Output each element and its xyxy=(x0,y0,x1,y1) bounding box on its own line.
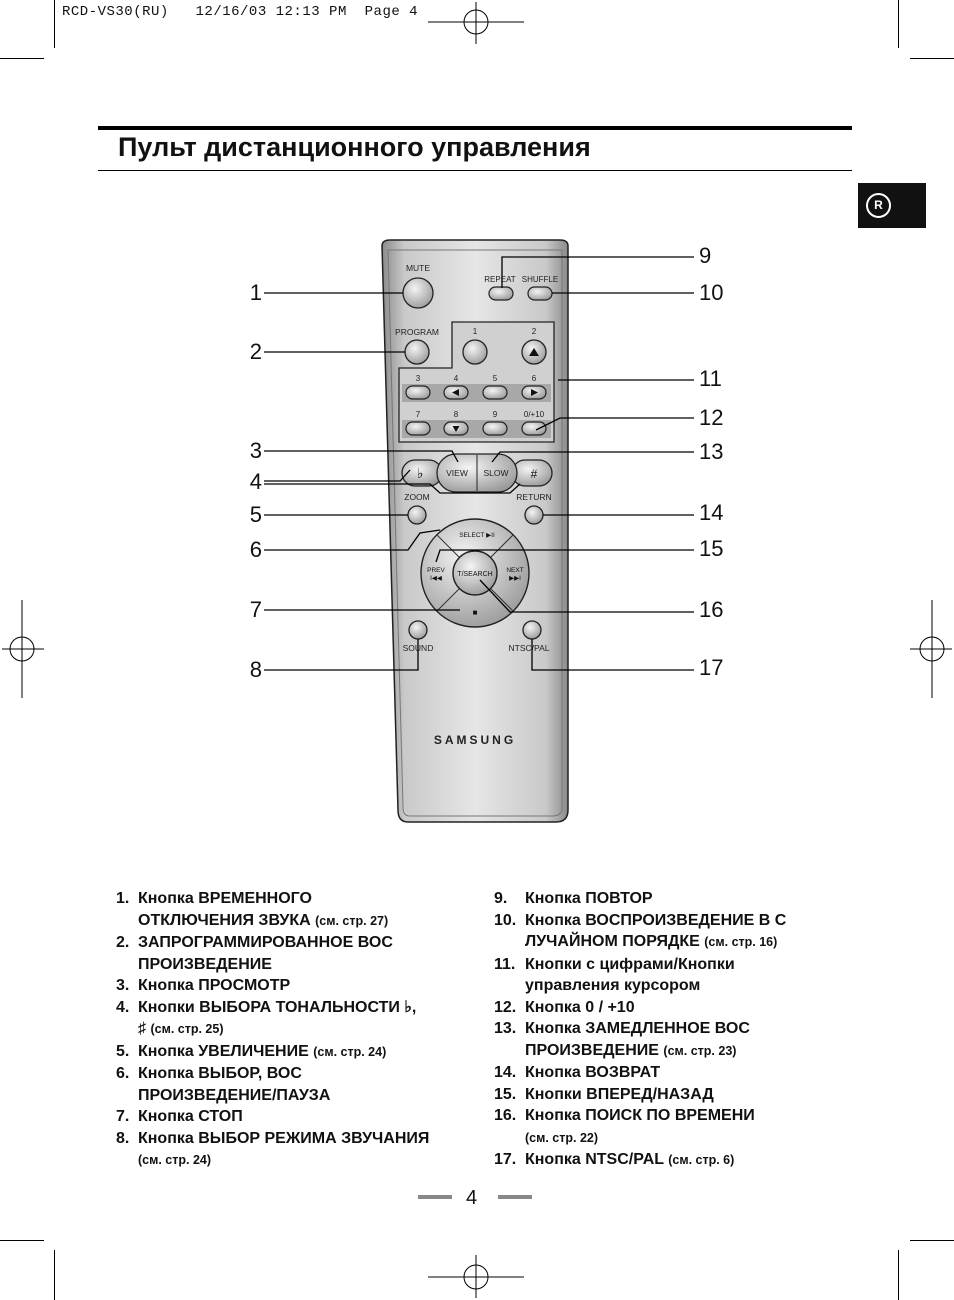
num-0-plus10-button xyxy=(521,421,547,436)
num-5-button xyxy=(482,385,508,400)
num-7-label: 7 xyxy=(416,410,421,419)
list-item: 16.Кнопка ПОИСК ПО ВРЕМЕНИ(см. стр. 22) xyxy=(494,1107,755,1145)
list-item: 15.Кнопки ВПЕРЕД/НАЗАД xyxy=(494,1085,714,1103)
callout-12: 12 xyxy=(699,405,724,430)
callout-14: 14 xyxy=(699,500,724,525)
mute-label: MUTE xyxy=(406,263,430,273)
callout-8: 8 xyxy=(249,657,262,682)
shuffle-label: SHUFFLE xyxy=(522,275,558,284)
num-6-label: 6 xyxy=(532,374,537,383)
print-header: RCD-VS30(RU) 12/16/03 12:13 PM Page 4 xyxy=(62,4,419,20)
next-symbol: ▶▶I xyxy=(509,575,521,582)
num-3-button xyxy=(405,385,431,400)
num-8-label: 8 xyxy=(454,410,459,419)
program-label: PROGRAM xyxy=(395,327,439,337)
callout-leader-lines xyxy=(264,256,694,671)
callout-5: 5 xyxy=(249,502,262,527)
list-item: 4.Кнопки ВЫБОРА ТОНАЛЬНОСТИ ♭,♯ (см. стр… xyxy=(116,998,417,1038)
callout-2: 2 xyxy=(249,339,262,364)
page-number: 4 xyxy=(466,1187,478,1209)
shuffle-button xyxy=(527,286,553,301)
num-1-label: 1 xyxy=(473,327,478,336)
ntscpal-button xyxy=(522,620,542,640)
title-rule-top xyxy=(98,126,852,130)
number-panel xyxy=(398,321,555,443)
title-rule-bottom xyxy=(98,170,852,171)
num-0-label: 0/+10 xyxy=(524,410,545,419)
num-9-label: 9 xyxy=(493,410,498,419)
page-number-bar-right xyxy=(498,1195,532,1199)
num-9-button xyxy=(482,421,508,436)
list-item: 5.Кнопка УВЕЛИЧЕНИЕ (см. стр. 24) xyxy=(116,1042,387,1060)
zoom-button xyxy=(407,505,427,525)
slow-label: SLOW xyxy=(483,468,508,478)
num-4-label: 4 xyxy=(454,374,459,383)
sharp-symbol: # xyxy=(531,467,538,481)
ntscpal-label: NTSC/PAL xyxy=(509,643,550,653)
repeat-label: REPEAT xyxy=(484,275,516,284)
select-label: SELECT ▶II xyxy=(459,532,495,539)
callout-15: 15 xyxy=(699,536,724,561)
callout-3: 3 xyxy=(249,438,262,463)
prev-symbol: I◀◀ xyxy=(430,575,443,582)
callout-13: 13 xyxy=(699,439,724,464)
list-item: 9.Кнопка ПОВТОР xyxy=(494,890,653,907)
language-tab: R xyxy=(858,183,926,228)
mute-button xyxy=(402,277,434,309)
list-item: 8.Кнопка ВЫБОР РЕЖИМА ЗВУЧАНИЯ(см. стр. … xyxy=(116,1129,430,1168)
list-item: 17.Кнопка NTSC/PAL (см. стр. 6) xyxy=(494,1151,735,1168)
callout-10: 10 xyxy=(699,280,724,305)
tsearch-label: T/SEARCH xyxy=(457,571,492,578)
list-item: 12.Кнопка 0 / +10 xyxy=(494,998,635,1016)
callout-17: 17 xyxy=(699,655,724,680)
list-item: 7.Кнопка СТОП xyxy=(116,1108,243,1125)
sound-button xyxy=(408,620,428,640)
callout-9: 9 xyxy=(699,243,712,268)
list-item: 14.Кнопка ВОЗВРАТ xyxy=(494,1064,661,1081)
callout-16: 16 xyxy=(699,597,724,622)
next-label: NEXT xyxy=(506,567,523,574)
num-1-button xyxy=(462,339,488,365)
callout-4: 4 xyxy=(249,469,262,494)
num-5-label: 5 xyxy=(493,374,498,383)
tsearch-button xyxy=(452,550,498,596)
callout-6: 6 xyxy=(249,537,262,562)
callout-7: 7 xyxy=(249,597,262,622)
return-button xyxy=(524,505,544,525)
view-label: VIEW xyxy=(446,468,468,478)
page-number-bar-left xyxy=(418,1195,452,1199)
callout-1: 1 xyxy=(249,280,262,305)
callout-11: 11 xyxy=(699,366,722,391)
flat-symbol: ♭ xyxy=(417,465,424,481)
repeat-button xyxy=(488,286,514,301)
page-title: Пульт дистанционного управления xyxy=(118,132,591,162)
zoom-label: ZOOM xyxy=(404,492,430,502)
samsung-logo: SAMSUNG xyxy=(434,733,516,747)
program-button xyxy=(404,339,430,365)
num-7-button xyxy=(405,421,431,436)
list-item: 3.Кнопка ПРОСМОТР xyxy=(116,977,291,994)
stop-symbol: ■ xyxy=(473,608,478,617)
num-3-label: 3 xyxy=(416,374,421,383)
button-list-right: 9.Кнопка ПОВТОР 10.Кнопка ВОСПРОИЗВЕДЕНИ… xyxy=(494,888,839,1172)
language-badge: R xyxy=(866,193,891,218)
prev-label: PREV xyxy=(427,567,445,574)
return-label: RETURN xyxy=(516,492,551,502)
num-2-label: 2 xyxy=(532,327,537,336)
